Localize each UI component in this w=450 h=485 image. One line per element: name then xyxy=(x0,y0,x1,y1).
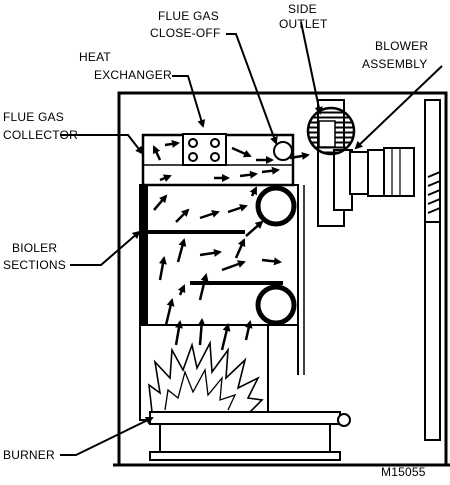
boiler-sections-leader xyxy=(70,230,141,266)
label-side-outlet-2: OUTLET xyxy=(279,17,328,31)
boiler-sections xyxy=(139,184,305,375)
label-heat-exchanger-1: HEAT xyxy=(79,50,111,64)
heat-exchanger-leader xyxy=(172,75,206,128)
leader-lines xyxy=(60,21,443,456)
label-burner: BURNER xyxy=(3,448,55,462)
cabinet-outline xyxy=(113,91,450,467)
flue-gas-closeoff-leader xyxy=(226,33,278,145)
label-flue-gas-collector-1: FLUE GAS xyxy=(3,110,64,124)
label-blower-assembly-1: BLOWER xyxy=(375,39,428,53)
flue-gas-collector-leader xyxy=(60,134,144,155)
figure-id: M15055 xyxy=(381,465,426,479)
blower-assembly-leader xyxy=(354,65,443,150)
label-heat-exchanger-2: EXCHANGER xyxy=(94,68,172,82)
flue-gas-closeoff-damper xyxy=(273,141,293,161)
label-flue-gas-closeoff-2: CLOSE-OFF xyxy=(150,26,220,40)
cabinet-vent-slots xyxy=(427,171,441,214)
label-boiler-sections-2: SECTIONS xyxy=(3,258,66,272)
label-boiler-sections-1: BIOLER xyxy=(12,241,57,255)
label-flue-gas-collector-2: COLLECTOR xyxy=(3,128,78,142)
burner-assembly xyxy=(149,411,351,461)
label-flue-gas-closeoff-1: FLUE GAS xyxy=(158,9,219,23)
side-outlet-leader xyxy=(300,21,323,115)
callout-labels: SIDE OUTLET FLUE GAS CLOSE-OFF BLOWER AS… xyxy=(3,2,428,479)
side-outlet xyxy=(306,106,356,156)
burner-flames xyxy=(148,340,264,413)
label-blower-assembly-2: ASSEMBLY xyxy=(362,57,427,71)
heat-exchanger xyxy=(182,133,227,166)
burner-leader xyxy=(60,417,154,456)
flue-gas-flow-arrows xyxy=(152,139,310,351)
label-side-outlet-1: SIDE xyxy=(288,2,317,16)
